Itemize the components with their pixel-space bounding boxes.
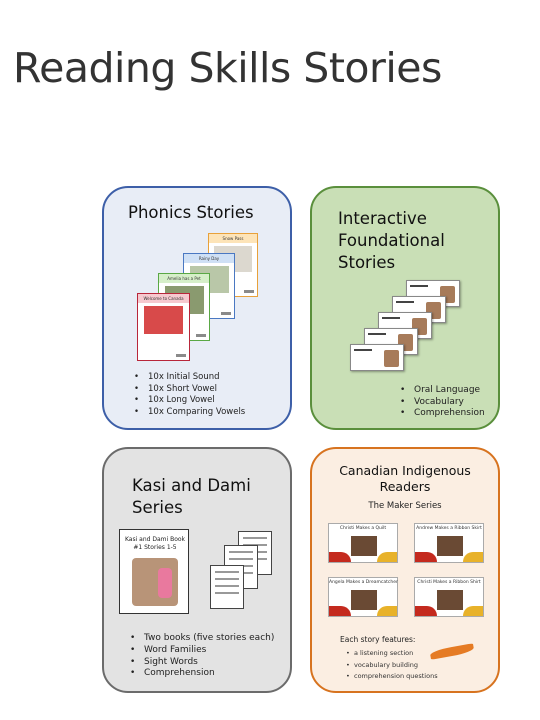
list-item: 10x Long Vowel (134, 395, 245, 407)
slide-thumbnail: Christi Makes a Ribbon Shirt (414, 577, 484, 617)
slide-thumbnail (350, 344, 404, 371)
slide-thumbnail: Christi Makes a Quilt (328, 523, 398, 563)
indigenous-card-title: Canadian Indigenous Readers (339, 463, 471, 494)
list-item: Comprehension (130, 668, 274, 680)
page-title: Reading Skills Stories (13, 44, 442, 92)
list-item: Vocabulary (400, 397, 485, 409)
list-item: Sight Words (130, 657, 274, 669)
interactive-foundational-stories-card[interactable]: Interactive Foundational Stories Oral La… (310, 186, 500, 430)
phonics-bullet-list: 10x Initial Sound 10x Short Vowel 10x Lo… (134, 372, 245, 418)
list-item: Two books (five stories each) (130, 633, 274, 645)
slide-thumbnail: Andrew Makes a Ribbon Skirt (414, 523, 484, 563)
list-item: vocabulary building (346, 660, 438, 672)
list-item: 10x Initial Sound (134, 372, 245, 384)
interactive-card-title: Interactive Foundational Stories (338, 209, 445, 272)
slide-thumbnail: Angela Makes a Dreamcatcher (328, 577, 398, 617)
kasi-bullet-list: Two books (five stories each) Word Famil… (130, 633, 274, 680)
canadian-indigenous-readers-card[interactable]: Canadian Indigenous Readers The Maker Se… (310, 447, 500, 693)
phonics-stories-card[interactable]: Phonics Stories Snow Pass Rainy Day Amel… (102, 186, 292, 430)
list-item: Comprehension (400, 408, 485, 420)
book-cover-welcome-to-canada: Welcome to Canada (137, 293, 190, 361)
features-heading: Each story features: (340, 635, 416, 644)
list-item: 10x Comparing Vowels (134, 407, 245, 419)
features-list: a listening section vocabulary building … (346, 648, 438, 683)
list-item: Oral Language (400, 385, 485, 397)
kasi-book-cover: Kasi and Dami Book #1 Stories 1-5 (119, 529, 189, 614)
kasi-card-title: Kasi and Dami Series (132, 476, 251, 517)
list-item: Word Families (130, 645, 274, 657)
indigenous-card-subtitle: The Maker Series (368, 501, 442, 511)
worksheet-thumbnail (210, 565, 244, 609)
feather-icon (429, 643, 475, 660)
kasi-and-dami-series-card[interactable]: Kasi and Dami Series Kasi and Dami Book … (102, 447, 292, 693)
list-item: comprehension questions (346, 671, 438, 683)
interactive-bullet-list: Oral Language Vocabulary Comprehension (400, 385, 485, 420)
phonics-card-title: Phonics Stories (128, 203, 254, 222)
list-item: a listening section (346, 648, 438, 660)
list-item: 10x Short Vowel (134, 384, 245, 396)
